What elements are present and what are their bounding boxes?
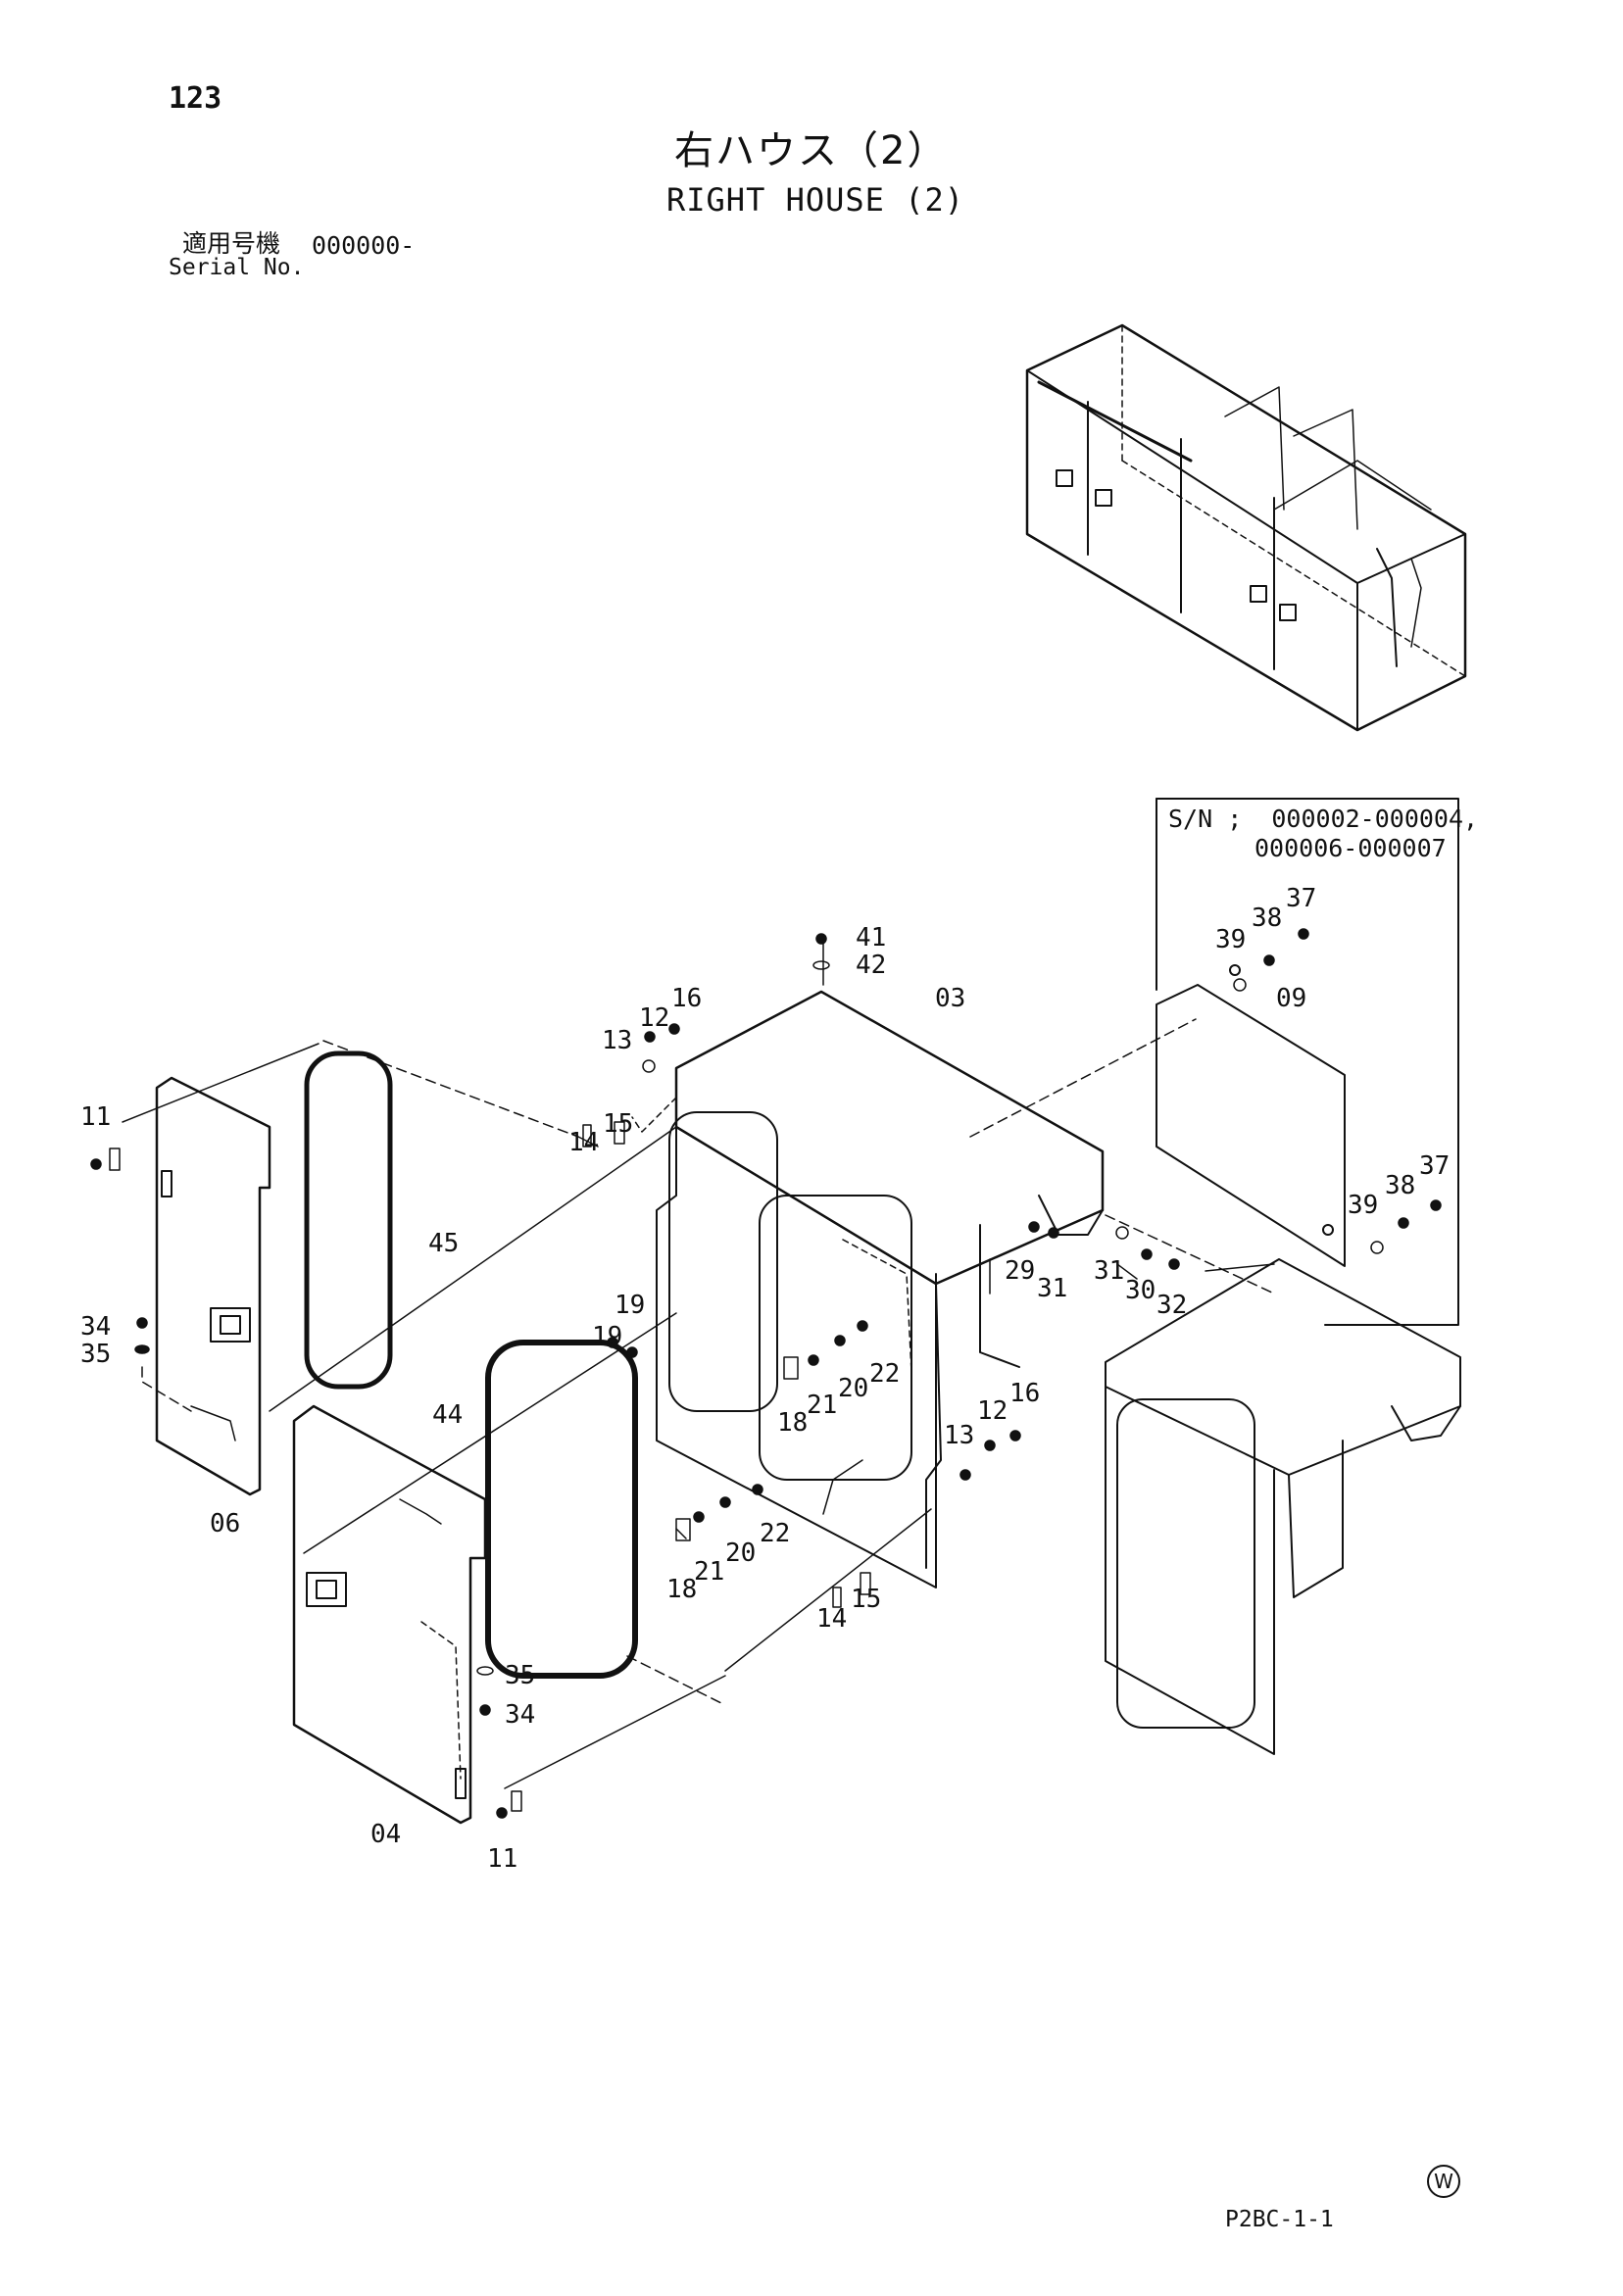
sn-range-line-2: 000006-000007 [1254, 834, 1447, 862]
callout-label: 31 [1037, 1274, 1067, 1303]
callout-label: 29 [1005, 1256, 1035, 1286]
callout-label: 15 [851, 1585, 881, 1614]
callout-label: 14 [568, 1128, 599, 1157]
callout-label: 13 [944, 1421, 974, 1450]
w-circle-mark: W [1427, 2165, 1460, 2198]
callout-label: 20 [725, 1539, 756, 1568]
callout-label: 19 [615, 1291, 645, 1320]
callout-label: 12 [977, 1396, 1008, 1426]
callout-label: 35 [80, 1340, 111, 1369]
document-code: P2BC-1-1 [1225, 2207, 1334, 2232]
sn-variant-box [1156, 798, 1459, 1326]
callout-label: 14 [816, 1604, 847, 1634]
page-title-english: RIGHT HOUSE (2) [666, 181, 964, 219]
serial-label-english: Serial No. [169, 255, 305, 280]
overview-house-illustration [1025, 323, 1467, 732]
callout-label: 37 [1419, 1151, 1450, 1181]
callout-label: 21 [807, 1391, 837, 1420]
door-04 [292, 1404, 487, 1825]
callout-label: 15 [603, 1109, 633, 1139]
callout-label: 42 [856, 951, 886, 980]
callout-label: 18 [777, 1408, 808, 1438]
cover-09 [1156, 964, 1346, 1267]
page-title-japanese: 右ハウス（2） [674, 128, 949, 173]
seal-44 [485, 1340, 638, 1679]
callout-label: 09 [1276, 984, 1306, 1013]
callout-label: 11 [80, 1102, 111, 1132]
serial-label-japanese: 適用号機 [182, 229, 281, 258]
hardware-symbols [90, 928, 1442, 1819]
callout-label: 22 [760, 1519, 790, 1548]
callout-label: 37 [1286, 884, 1316, 913]
callout-label: 32 [1156, 1291, 1187, 1320]
callout-label: 31 [1094, 1256, 1124, 1286]
callout-label: 30 [1125, 1276, 1156, 1305]
callout-label: 04 [370, 1820, 401, 1849]
sn-range-line-1: S/N ; 000002-000004, [1168, 805, 1479, 833]
callout-label: 35 [505, 1661, 535, 1690]
callout-label: 13 [602, 1026, 632, 1055]
callout-label: 20 [838, 1374, 868, 1403]
callout-label: 21 [694, 1557, 724, 1587]
callout-label: 06 [210, 1509, 240, 1539]
callout-label: 22 [869, 1359, 900, 1389]
callout-label: 18 [666, 1575, 697, 1604]
serial-number-value: 000000- [312, 231, 416, 260]
callout-label: 12 [639, 1003, 669, 1033]
callout-label: 03 [935, 984, 965, 1013]
callout-labels: 41 42 03 16 12 13 14 15 11 45 34 35 06 1… [80, 884, 1450, 1874]
callout-label: 34 [80, 1312, 111, 1342]
callout-label: 11 [487, 1844, 517, 1874]
callout-label: 44 [432, 1400, 463, 1430]
callout-label: 38 [1252, 904, 1282, 933]
callout-label: 16 [671, 984, 702, 1013]
callout-label: 38 [1385, 1171, 1415, 1200]
callout-label: 39 [1215, 925, 1246, 954]
callout-label: 34 [505, 1700, 535, 1730]
callout-label: 39 [1348, 1191, 1378, 1220]
callout-label: 19 [592, 1322, 622, 1351]
seal-45 [304, 1050, 393, 1390]
page-number: 123 [169, 81, 222, 116]
callout-label: 45 [428, 1229, 459, 1258]
door-06 [155, 1076, 271, 1496]
callout-label: 16 [1009, 1379, 1040, 1408]
callout-label: 41 [856, 923, 886, 953]
leader-lines [122, 938, 1275, 1789]
house-frame-right-variant [1105, 1258, 1461, 1755]
